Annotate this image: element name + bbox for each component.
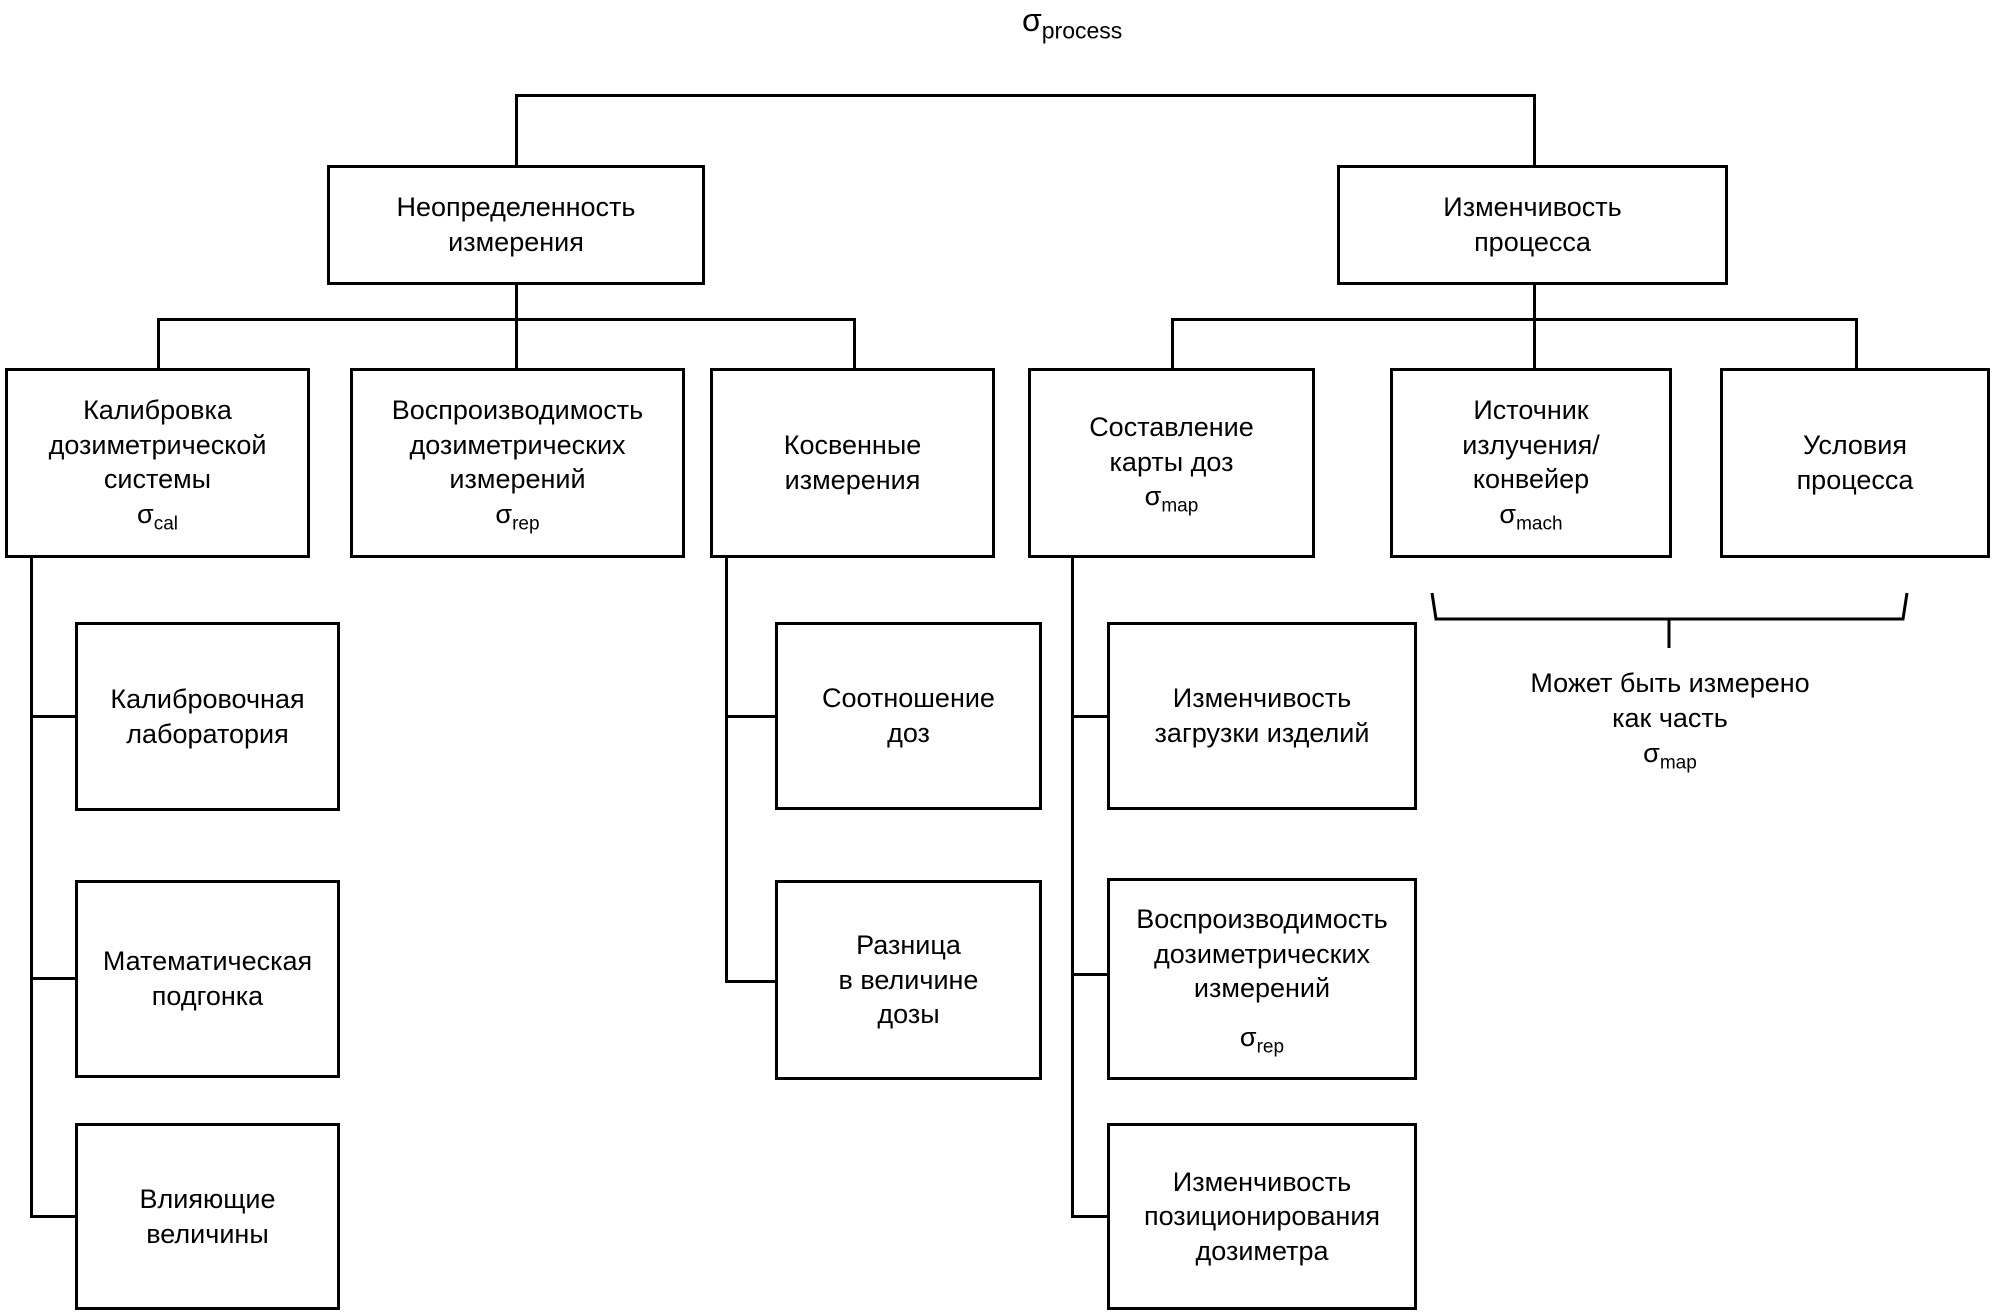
box-line: Соотношение [822, 683, 995, 714]
sigma-cal-label: σcal [137, 498, 178, 535]
box-line: Составление [1089, 412, 1254, 443]
box-product-loading-variability: Изменчивость загрузки изделий [1107, 622, 1417, 810]
connector-drop-map [1171, 318, 1174, 368]
box-line: дозиметрических [409, 429, 626, 460]
box-dose-magnitude-difference: Разница в величине дозы [775, 880, 1042, 1080]
box-process-variability: Изменчивость процесса [1337, 165, 1728, 285]
box-line: позиционирования [1143, 1201, 1381, 1232]
box-calibration-laboratory: Калибровочная лаборатория [75, 622, 340, 811]
connector-right-bar [1171, 318, 1858, 321]
connector-col1-stub2 [30, 977, 75, 980]
connector-col2-stub1 [725, 715, 775, 718]
connector-col3-vertical [1071, 558, 1074, 1218]
box-line: Математическая [102, 946, 313, 977]
box-line: в величине [838, 964, 979, 995]
sigma-rep-label: σrep [495, 498, 540, 535]
note-measured-as-part-of-map: Может быть измерено как часть σmap [1420, 666, 1920, 773]
underbrace [1430, 592, 1909, 648]
box-line: Калибровочная [110, 683, 305, 714]
box-line: лаборатория [126, 718, 289, 749]
box-dosimetry-measurement-reproducibility: Воспроизводимость дозиметрических измере… [350, 368, 685, 558]
connector-right-parent-drop [1533, 285, 1536, 368]
box-dosimetry-measurement-reproducibility-map: Воспроизводимость дозиметрических измере… [1107, 878, 1417, 1080]
box-line: Источник [1473, 394, 1589, 425]
box-mathematical-fitting: Математическая подгонка [75, 880, 340, 1078]
box-dose-mapping: Составление карты доз σmap [1028, 368, 1315, 558]
box-dose-ratio: Соотношение доз [775, 622, 1042, 810]
root-sigma-process-label: σprocess [1022, 2, 1122, 44]
sigma-map-label: σmap [1643, 738, 1697, 774]
box-line: измерений [449, 464, 586, 495]
box-line: конвейер [1472, 464, 1590, 495]
sigma-subscript: process [1041, 17, 1123, 44]
box-process-conditions: Условия процесса [1720, 368, 1990, 558]
note-line: как часть [1612, 703, 1728, 734]
box-line: Изменчивость [1172, 683, 1352, 714]
box-line: Калибровка [83, 394, 232, 425]
box-line: подгонка [151, 981, 264, 1011]
connector-drop-cond [1855, 318, 1858, 368]
box-line: Изменчивость [1172, 1166, 1352, 1197]
box-line: дозы [877, 999, 940, 1030]
box-line: дозиметрических [1153, 938, 1371, 969]
box-line: системы [103, 464, 212, 495]
connector-col1-stub3 [30, 1215, 75, 1218]
connector-drop-right [1533, 94, 1536, 168]
connector-col2-stub2 [725, 980, 775, 983]
box-line: измерения [448, 227, 584, 257]
connector-drop-indirect [853, 318, 856, 368]
box-line: Воспроизводимость [1136, 903, 1388, 934]
sigma-rep-label: σrep [1239, 1021, 1285, 1058]
box-line: Воспроизводимость [391, 394, 644, 425]
sigma-map-label: σmap [1144, 481, 1199, 517]
box-line: карты доз [1109, 446, 1234, 477]
sigma-symbol: σ [1022, 2, 1042, 38]
note-line: Может быть измерено [1530, 668, 1810, 698]
connector-col3-stub3 [1071, 1215, 1107, 1218]
box-indirect-measurements: Косвенные измерения [710, 368, 995, 558]
box-line: Влияющие [139, 1183, 276, 1214]
connector-col2-vertical [725, 558, 728, 983]
box-measurement-uncertainty: Неопределенность измерения [327, 165, 705, 285]
connector-top-bar [515, 94, 1536, 97]
connector-left-bar [157, 318, 856, 321]
box-line: измерений [1193, 973, 1331, 1004]
box-line: процесса [1796, 465, 1914, 495]
box-line: измерения [784, 465, 921, 495]
box-line: Разница [856, 930, 961, 961]
box-line: дозиметрической [48, 429, 267, 460]
sigma-mach-label: σmach [1499, 498, 1563, 535]
connector-left-parent-drop [515, 285, 518, 368]
box-line: процесса [1474, 227, 1591, 257]
box-line: дозиметра [1195, 1235, 1329, 1266]
connector-drop-left [515, 94, 518, 168]
connector-col3-stub2 [1071, 973, 1107, 976]
box-line: излучения/ [1462, 429, 1600, 460]
box-line: величины [146, 1218, 269, 1249]
box-line: Изменчивость [1443, 192, 1622, 223]
box-dosimetry-system-calibration: Калибровка дозиметрической системы σcal [5, 368, 310, 558]
connector-col1-stub1 [30, 715, 75, 718]
connector-col3-stub1 [1071, 715, 1107, 718]
box-line: Условия [1803, 430, 1907, 461]
connector-col1-vertical [30, 558, 33, 1218]
connector-drop-cal [157, 318, 160, 368]
box-dosimeter-positioning-variability: Изменчивость позиционирования дозиметра [1107, 1123, 1417, 1310]
box-line: Косвенные [783, 430, 922, 461]
box-line: загрузки изделий [1154, 718, 1370, 748]
box-line: доз [887, 718, 930, 748]
box-influence-quantities: Влияющие величины [75, 1123, 340, 1310]
box-radiation-source-conveyor: Источник излучения/ конвейер σmach [1390, 368, 1672, 558]
box-line: Неопределенность [396, 192, 636, 223]
